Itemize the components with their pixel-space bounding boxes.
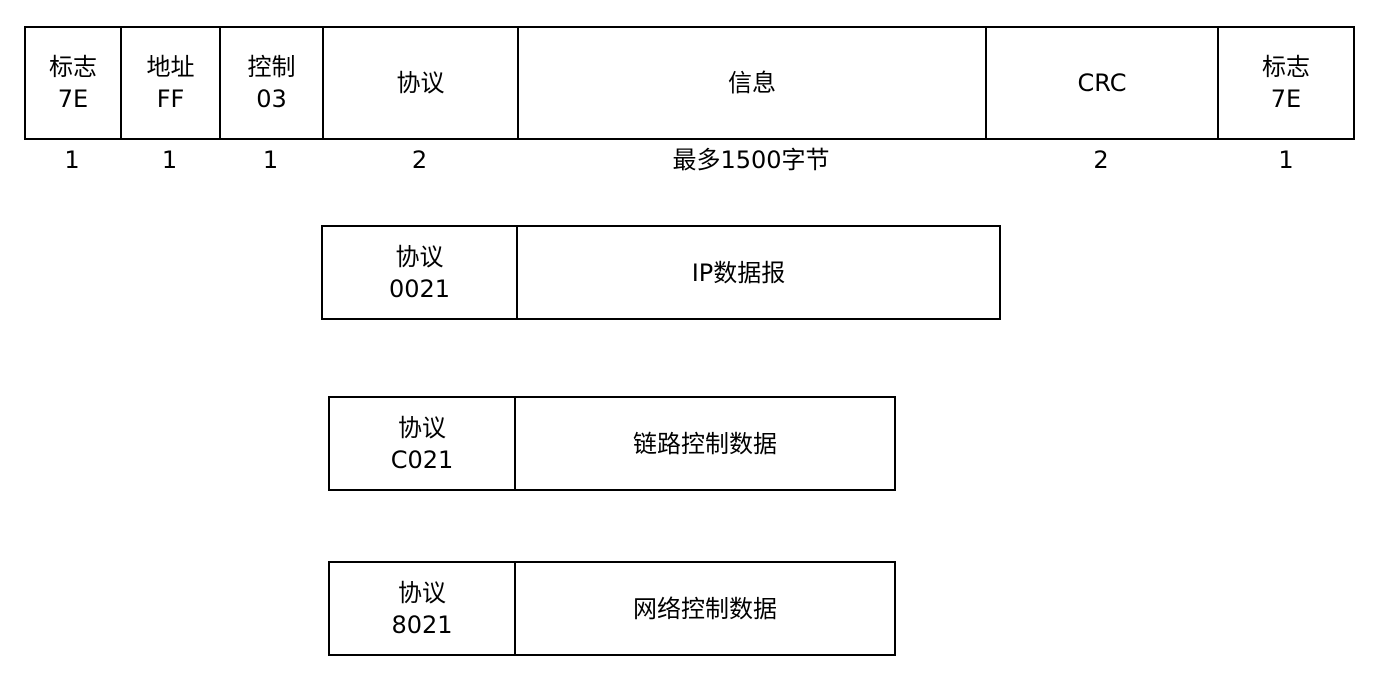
field-label: 地址 — [146, 53, 195, 81]
protocol-label: 协议 — [395, 242, 444, 271]
field-label: CRC — [1077, 69, 1127, 97]
protocol-label: 协议 — [398, 578, 446, 607]
field-information: 信息 — [519, 28, 987, 138]
field-flag-end: 标志 7E — [1219, 28, 1353, 138]
size-control: 1 — [262, 146, 279, 174]
field-protocol: 协议 — [324, 28, 519, 138]
field-value: 7E — [1270, 85, 1302, 113]
protocol-content-cell: 链路控制数据 — [516, 398, 894, 489]
size-address: 1 — [161, 146, 178, 174]
protocol-code: C021 — [390, 445, 454, 474]
protocol-box-ncp: 协议 8021 网络控制数据 — [328, 561, 896, 656]
field-label: 标志 — [1262, 53, 1310, 81]
size-crc: 2 — [1093, 146, 1109, 174]
size-flag-end: 1 — [1278, 146, 1294, 174]
size-information: 最多1500字节 — [672, 146, 830, 174]
protocol-code: 0021 — [388, 274, 451, 303]
ppp-frame: 标志 7E 地址 FF 控制 03 协议 信息 CRC 标志 7E — [24, 26, 1355, 140]
protocol-label: 协议 — [398, 413, 446, 442]
protocol-code-cell: 协议 C021 — [330, 398, 516, 489]
protocol-content-cell: IP数据报 — [518, 227, 999, 318]
protocol-content: IP数据报 — [691, 258, 786, 287]
protocol-code: 8021 — [391, 610, 453, 639]
protocol-content: 网络控制数据 — [633, 594, 777, 623]
size-protocol: 2 — [411, 146, 428, 174]
field-crc: CRC — [987, 28, 1219, 138]
protocol-content: 链路控制数据 — [633, 429, 777, 458]
field-label: 信息 — [728, 69, 776, 97]
protocol-code-cell: 协议 0021 — [323, 227, 518, 318]
protocol-content-cell: 网络控制数据 — [516, 563, 894, 654]
protocol-box-lcp: 协议 C021 链路控制数据 — [328, 396, 896, 491]
field-label: 协议 — [396, 69, 445, 97]
field-label: 控制 — [247, 53, 296, 81]
size-flag-start: 1 — [64, 146, 80, 174]
protocol-box-ip: 协议 0021 IP数据报 — [321, 225, 1001, 320]
field-address: 地址 FF — [122, 28, 221, 138]
field-sizes: 1 1 1 2 最多1500字节 2 1 — [24, 143, 1355, 179]
field-control: 控制 03 — [221, 28, 324, 138]
field-value: 7E — [57, 85, 89, 113]
field-label: 标志 — [49, 53, 97, 81]
field-value: 03 — [256, 85, 287, 113]
field-value: FF — [156, 85, 185, 113]
protocol-code-cell: 协议 8021 — [330, 563, 516, 654]
field-flag-start: 标志 7E — [26, 28, 122, 138]
